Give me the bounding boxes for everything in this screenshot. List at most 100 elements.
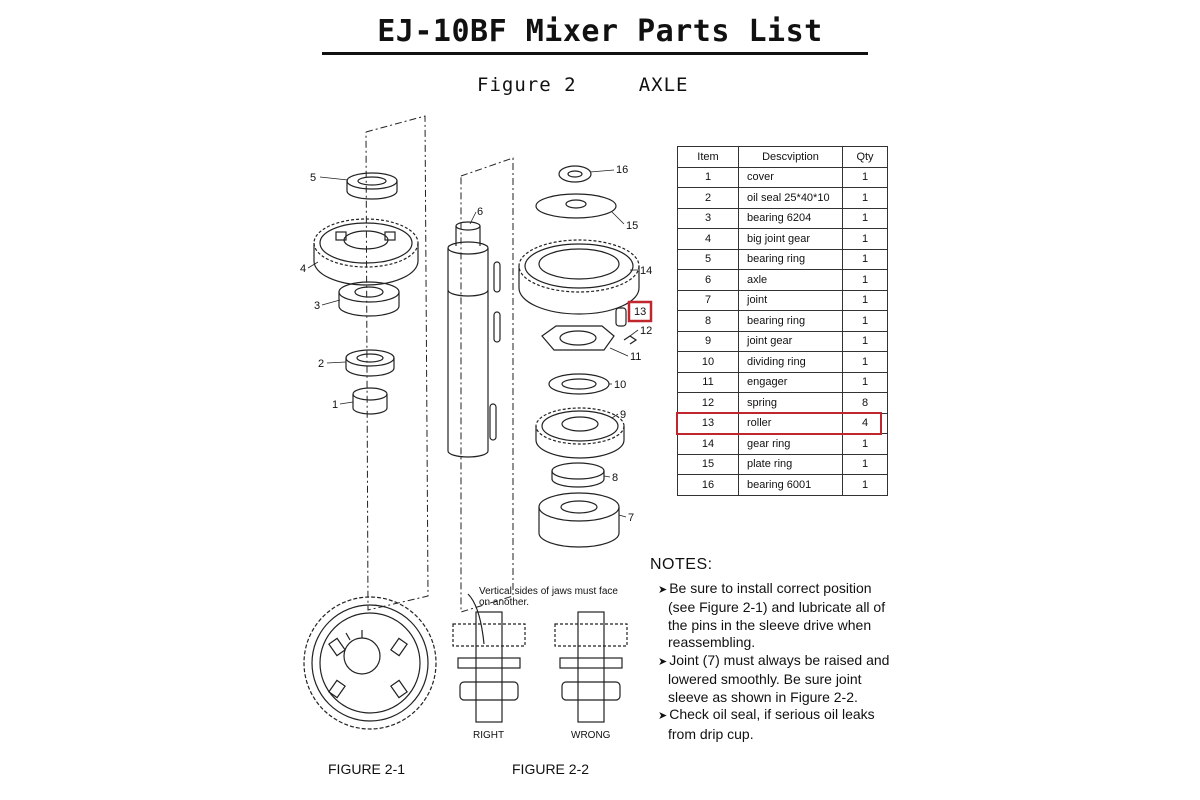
title-underline: [322, 52, 868, 55]
qty-cell: 1: [842, 269, 888, 291]
callout-15: 15: [626, 220, 638, 232]
note-3: Check oil seal, if serious oil leaks fro…: [650, 706, 890, 743]
qty-cell: 1: [842, 310, 888, 332]
part-14-gear-ring: [518, 239, 640, 315]
item-cell: 2: [677, 187, 739, 209]
item-cell: 3: [677, 207, 739, 229]
callout-4: 4: [300, 263, 306, 275]
wrong-label: WRONG: [571, 730, 611, 741]
qty-cell: 1: [842, 351, 888, 373]
item-cell: 11: [677, 371, 739, 393]
qty-cell: 1: [842, 228, 888, 250]
part-3-bearing: [338, 281, 400, 317]
callout-5: 5: [310, 172, 316, 184]
qty-cell: 1: [842, 433, 888, 455]
part-7-joint: [538, 492, 620, 548]
qty-cell: 1: [842, 474, 888, 496]
part-16-bearing: [558, 165, 592, 183]
description-cell: oil seal 25*40*10: [738, 187, 843, 209]
qty-cell: 1: [842, 371, 888, 393]
item-cell: 4: [677, 228, 739, 250]
callout-3: 3: [314, 300, 320, 312]
figure-2-2-right-assembly: [452, 593, 526, 723]
callout-9: 9: [620, 409, 626, 421]
header-qty: Qty: [842, 146, 888, 168]
part-2-oil-seal: [345, 349, 395, 377]
description-cell: bearing 6204: [738, 207, 843, 229]
qty-cell: 1: [842, 248, 888, 270]
qty-cell: 1: [842, 453, 888, 475]
item-cell: 9: [677, 330, 739, 352]
callout-leaders: [307, 169, 639, 518]
part-6-axle: [447, 221, 501, 458]
callout-13: 13: [634, 306, 646, 318]
right-label: RIGHT: [473, 730, 505, 741]
callout-11: 11: [630, 351, 641, 363]
description-cell: bearing 6001: [738, 474, 843, 496]
part-12-spring: [623, 335, 638, 345]
item-cell: 15: [677, 453, 739, 475]
callout-2: 2: [318, 358, 324, 370]
item-cell: 7: [677, 289, 739, 311]
callout-14: 14: [640, 265, 652, 277]
figure-2-2-wrong-assembly: [554, 611, 628, 723]
part-15-plate-ring: [535, 193, 617, 219]
description-cell: axle: [738, 269, 843, 291]
description-cell: spring: [738, 392, 843, 414]
callout-13-highlight: [627, 300, 653, 323]
item-cell: 16: [677, 474, 739, 496]
callout-1: 1: [332, 399, 338, 411]
description-cell: joint: [738, 289, 843, 311]
description-cell: plate ring: [738, 453, 843, 475]
description-cell: engager: [738, 371, 843, 393]
figure-2-1-gear: [303, 596, 437, 730]
figure-subtitle: Figure 2 AXLE: [477, 74, 689, 96]
part-10-dividing-ring: [548, 373, 610, 395]
item-cell: 8: [677, 310, 739, 332]
part-9-joint-gear: [535, 407, 625, 459]
qty-cell: 1: [842, 166, 888, 188]
item-cell: 10: [677, 351, 739, 373]
item-cell: 6: [677, 269, 739, 291]
description-cell: gear ring: [738, 433, 843, 455]
part-13-roller: [615, 307, 627, 327]
left-dashed-frame: [365, 115, 514, 613]
notes-heading: NOTES:: [650, 556, 713, 573]
callout-10: 10: [614, 379, 626, 391]
callout-12: 12: [640, 325, 652, 337]
note-2: Joint (7) must always be raised and lowe…: [650, 652, 890, 707]
item-cell: 12: [677, 392, 739, 414]
description-cell: cover: [738, 166, 843, 188]
qty-cell: 1: [842, 187, 888, 209]
jaws-note: Vertical sides of jaws must face on anot…: [479, 586, 618, 608]
table-header-row: Item Descviption Qty: [677, 146, 888, 168]
figure-2-1-caption: FIGURE 2-1: [328, 761, 406, 777]
description-cell: bearing ring: [738, 248, 843, 270]
part-4-big-joint-gear: [313, 218, 419, 286]
description-cell: joint gear: [738, 330, 843, 352]
item-cell: 5: [677, 248, 739, 270]
header-description: Descviption: [738, 146, 843, 168]
callout-8: 8: [612, 472, 618, 484]
roller-row-highlight: [676, 412, 882, 435]
part-8-bearing-ring: [551, 462, 605, 488]
part-11-engager: [541, 325, 615, 351]
part-1-cover: [352, 387, 388, 415]
part-5-bearing-ring: [346, 172, 398, 200]
description-cell: bearing ring: [738, 310, 843, 332]
